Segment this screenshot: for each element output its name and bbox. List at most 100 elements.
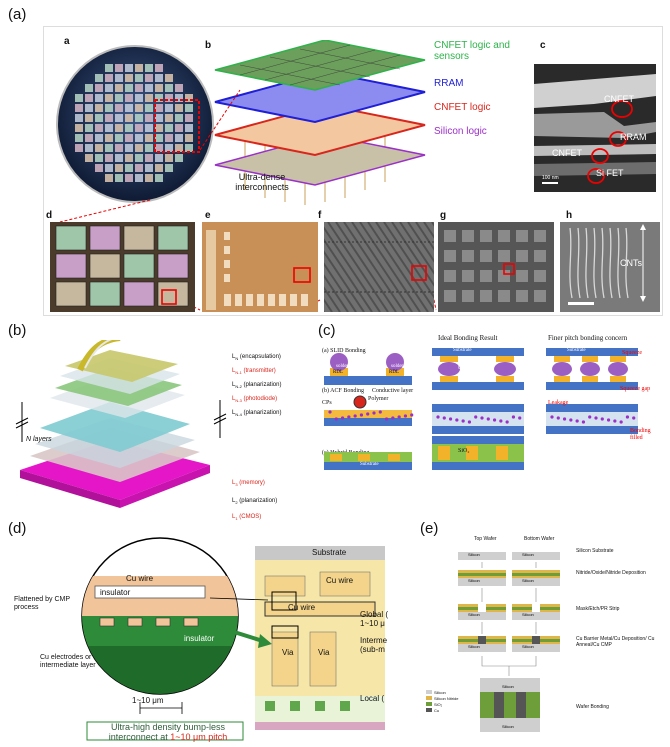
- conductive-particle: [581, 420, 586, 424]
- die-tile: [89, 281, 121, 307]
- wire-line: [324, 286, 341, 312]
- wafer-die: [125, 124, 133, 132]
- wire-line: [399, 222, 434, 275]
- wafer-die: [135, 94, 143, 102]
- wafer-die: [135, 174, 143, 182]
- wafer-die: [185, 104, 193, 112]
- wafer-die: [175, 154, 183, 162]
- bond-pad: [224, 274, 230, 282]
- wafer-die: [95, 164, 103, 172]
- conductive-particle: [340, 416, 345, 420]
- d-local: Local (: [360, 694, 385, 703]
- wafer-die: [105, 144, 113, 152]
- label-n-layers: N layers: [26, 436, 52, 443]
- wire-line: [375, 222, 434, 311]
- e-step-2: Nitride/Oxide/Nitride Deposition: [576, 570, 646, 576]
- wafer-die: [155, 154, 163, 162]
- via-block: [444, 290, 456, 302]
- via-block: [516, 250, 528, 262]
- die-tile: [123, 253, 155, 279]
- wafer-die: [155, 164, 163, 172]
- nitride-layer: [512, 570, 560, 573]
- silicon-layer: [480, 678, 540, 692]
- via-block: [516, 230, 528, 242]
- via-block: [462, 270, 474, 282]
- conductive-particle: [518, 416, 522, 420]
- via-block: [444, 270, 456, 282]
- wire-line: [324, 250, 365, 312]
- sub-b: b: [205, 40, 212, 51]
- wire-line: [391, 222, 434, 287]
- panel-b-letter: (b): [8, 322, 27, 339]
- d-insulator-bottom: insulator: [184, 634, 215, 643]
- e-top-wafer: Top Wafer: [474, 536, 497, 542]
- wire-line: [324, 238, 373, 312]
- wafer-die: [185, 94, 193, 102]
- wire-line: [351, 222, 413, 312]
- wafer-die: [125, 64, 133, 72]
- silicon-layer: [512, 612, 560, 620]
- tem-rram: RRAM: [620, 132, 647, 142]
- wafer-die: [145, 84, 153, 92]
- e-step-3: Mask/Etch/PR Strip: [576, 606, 620, 612]
- tem-image: [534, 64, 656, 192]
- panel-c-letter: (c): [318, 322, 336, 339]
- conductive-particle: [366, 412, 370, 416]
- wafer-die: [95, 84, 103, 92]
- wafer-die: [115, 84, 123, 92]
- nitride-layer: [512, 576, 560, 578]
- wafer-die: [145, 154, 153, 162]
- sub-d: d: [46, 210, 53, 221]
- wafer-die: [145, 64, 153, 72]
- legend-item: Cu: [426, 708, 458, 714]
- layer-label: LN-2 (planarization): [232, 382, 282, 390]
- panel-d-letter: (d): [8, 520, 27, 537]
- wafer-die: [95, 74, 103, 82]
- wafer-die: [95, 94, 103, 102]
- wafer-die: [125, 94, 133, 102]
- trench: [532, 604, 540, 612]
- micrograph-e: [202, 222, 318, 312]
- wafer-die: [135, 154, 143, 162]
- tem-scale: 100 nm: [542, 175, 559, 181]
- wafer-die: [165, 74, 173, 82]
- wafer-die: [85, 94, 93, 102]
- layer-label: L3 (memory): [232, 480, 265, 488]
- wafer-die: [165, 144, 173, 152]
- conductive-particle: [347, 415, 351, 419]
- e-bottom-wafer: Bottom Wafer: [524, 536, 555, 542]
- wafer-die: [155, 104, 163, 112]
- via-block: [480, 250, 492, 262]
- bond-pad: [224, 232, 230, 240]
- wafer-die: [135, 144, 143, 152]
- label-cnfet-sensors: CNFET logic and sensors: [434, 40, 510, 62]
- wafer-die: [175, 144, 183, 152]
- via-block: [498, 270, 510, 282]
- label-interconnects: Ultra-dense interconnects: [235, 172, 289, 192]
- e-step-1: Silicon Substrate: [576, 548, 614, 554]
- conductive-particle: [359, 413, 364, 417]
- trench: [478, 636, 486, 644]
- bond-pad: [235, 294, 242, 306]
- conductive-particle: [442, 416, 446, 420]
- c-sub-hybrid: Substrate: [360, 462, 379, 467]
- wafer-die: [105, 114, 113, 122]
- legend-item: Silicon: [426, 690, 458, 696]
- wafer-die: [145, 124, 153, 132]
- d-global: Global (1~10 μ: [360, 610, 388, 628]
- via-block: [462, 290, 474, 302]
- d-global-1: Global (: [360, 610, 389, 619]
- bond-pad: [279, 294, 286, 306]
- wafer-die: [135, 124, 143, 132]
- die-tile: [89, 225, 121, 251]
- wafer-die: [165, 94, 173, 102]
- layer-label: LN-3 (photodiode): [232, 396, 278, 404]
- layer-label: L1 (CMOS): [232, 514, 262, 522]
- d-cu-wire-mid: Cu wire: [288, 603, 316, 612]
- die-tile: [55, 281, 87, 307]
- silicon-layer: [458, 578, 506, 586]
- conductive-particle: [353, 414, 357, 418]
- silicon-layer: [480, 718, 540, 732]
- conductive-particle: [505, 420, 509, 424]
- wire-line: [407, 222, 434, 263]
